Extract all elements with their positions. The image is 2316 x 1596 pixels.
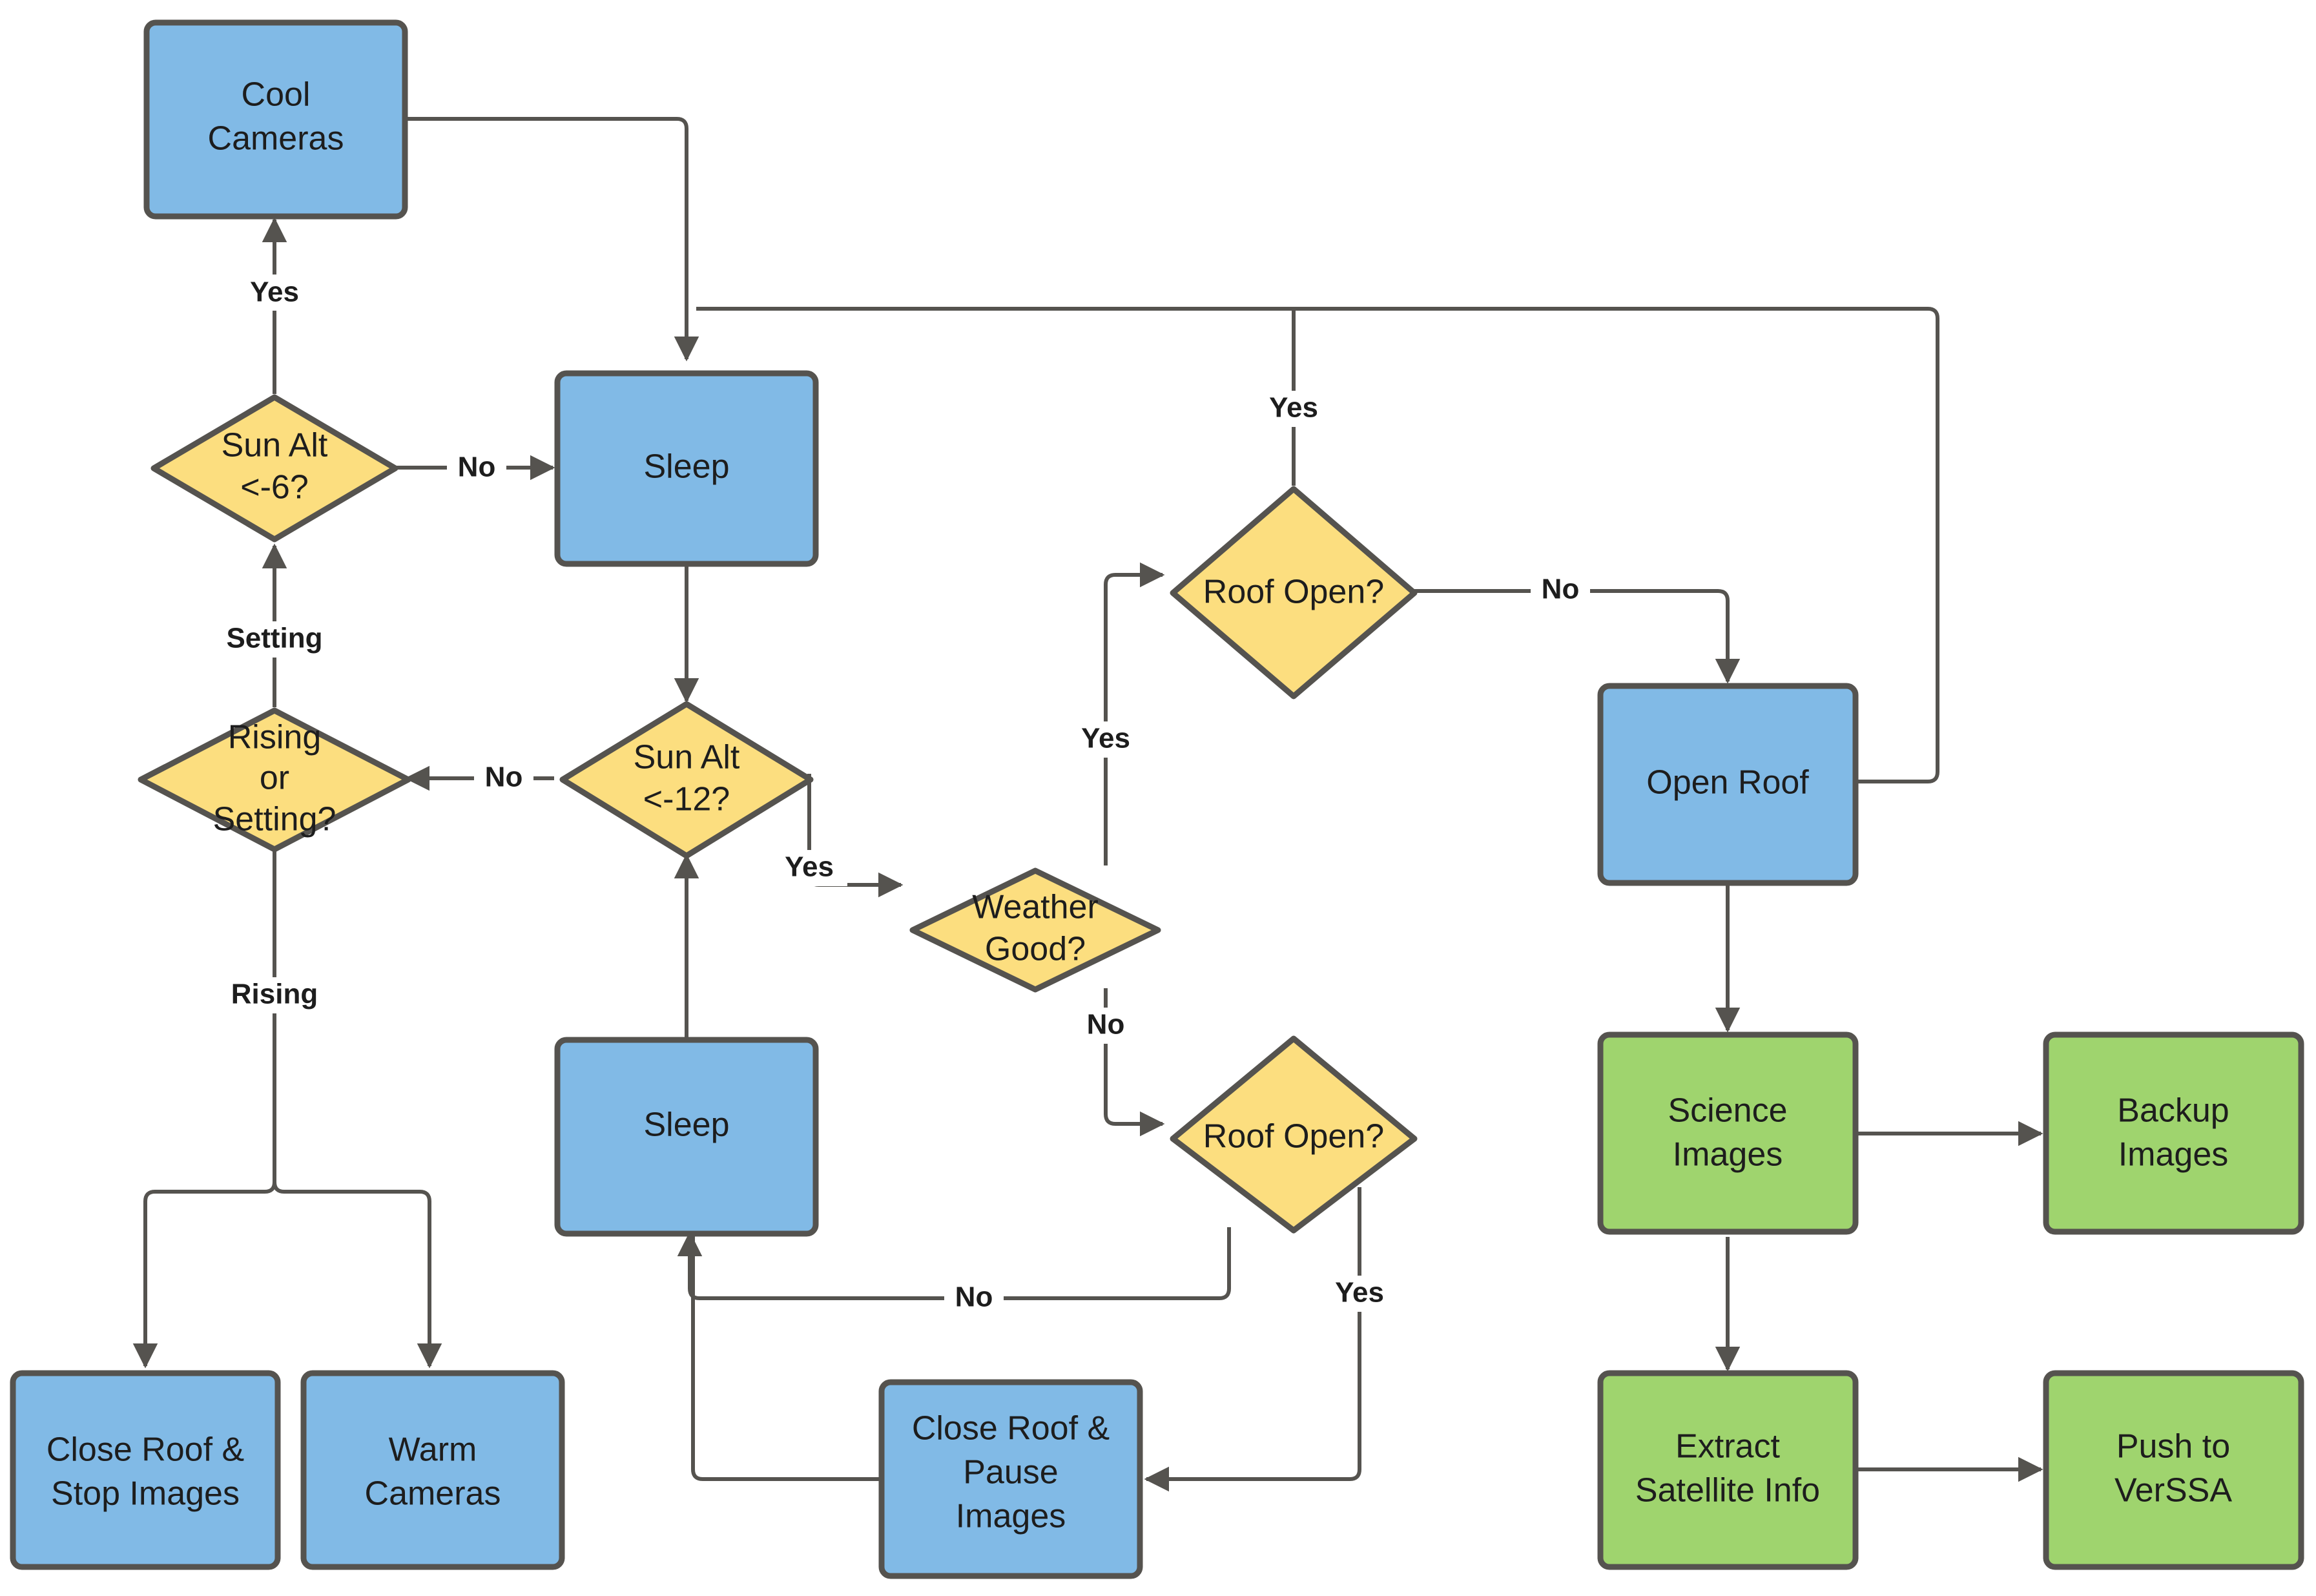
node-open-roof-label: Open Roof	[1646, 764, 1809, 802]
svg-text:No: No	[458, 451, 496, 483]
edge-weather-good-no	[1104, 988, 1165, 1137]
edge-label-yes-weather-good: Yes	[1068, 721, 1144, 758]
edge-close-roof-pause-to-sleep	[691, 1234, 879, 1481]
edge-roof-open-bottom-yes	[1144, 1187, 1361, 1492]
node-close-roof-pause-line1: Close Roof &	[912, 1410, 1110, 1447]
node-backup-images-line2: Images	[2118, 1136, 2229, 1174]
edge-label-no-roof-open-top: No	[1531, 572, 1590, 608]
node-sun-alt-12[interactable]: Sun Alt <-12?	[559, 701, 814, 859]
node-extract-satellite-line2: Satellite Info	[1635, 1472, 1820, 1509]
node-rising-or-setting[interactable]: Rising or Setting?	[138, 707, 411, 853]
edge-roof-open-top-no	[1413, 588, 1741, 684]
node-warm-cameras-line2: Cameras	[365, 1475, 501, 1513]
svg-text:Rising: Rising	[231, 979, 318, 1010]
node-cool-cameras-line1: Cool	[242, 76, 311, 114]
edge-weather-good-yes	[1104, 562, 1165, 865]
edge-label-yes-roof-open-top: Yes	[1256, 391, 1332, 427]
svg-text:Yes: Yes	[785, 851, 834, 883]
node-roof-open-bottom-label: Roof Open?	[1203, 1118, 1384, 1156]
edge-rising-split-right	[273, 1181, 442, 1369]
node-rising-or-setting-line2: or	[260, 760, 289, 797]
node-sun-alt-12-line1: Sun Alt	[634, 739, 740, 776]
edge-label-no-sun-alt-6: No	[447, 450, 506, 486]
node-weather-good-line1: Weather	[972, 889, 1099, 926]
edge-label-yes-roof-open-bottom: Yes	[1321, 1276, 1398, 1312]
node-warm-cameras-line1: Warm	[389, 1431, 477, 1469]
edge-label-no-roof-open-bottom: No	[944, 1280, 1004, 1316]
node-close-roof-stop-line1: Close Roof &	[47, 1431, 244, 1469]
edge-open-roof-loopback	[696, 307, 1939, 783]
node-warm-cameras[interactable]: Warm Cameras	[300, 1370, 565, 1570]
svg-text:Setting: Setting	[226, 623, 322, 654]
node-push-verssa-line1: Push to	[2116, 1428, 2230, 1466]
node-close-roof-stop-line2: Stop Images	[51, 1475, 240, 1513]
node-roof-open-bottom[interactable]: Roof Open?	[1170, 1035, 1418, 1234]
edge-label-no-weather-good: No	[1076, 1008, 1135, 1044]
node-cool-cameras[interactable]: Cool Cameras	[143, 19, 408, 220]
node-sun-alt-6-line1: Sun Alt	[222, 427, 328, 464]
node-science-images-line2: Images	[1673, 1136, 1783, 1174]
node-science-images-line1: Science	[1668, 1092, 1788, 1130]
node-backup-images[interactable]: Backup Images	[2043, 1031, 2304, 1235]
node-sleep-top[interactable]: Sleep	[554, 370, 819, 567]
node-roof-open-top-label: Roof Open?	[1203, 574, 1384, 611]
node-sun-alt-6-line2: <-6?	[240, 469, 309, 506]
svg-text:Yes: Yes	[1335, 1277, 1384, 1309]
svg-text:No: No	[1087, 1009, 1125, 1041]
svg-text:Yes: Yes	[1081, 723, 1130, 754]
svg-text:No: No	[1542, 574, 1580, 605]
node-sun-alt-12-line2: <-12?	[643, 781, 730, 818]
node-close-roof-pause-line2: Pause	[963, 1454, 1058, 1491]
node-sun-alt-6[interactable]: Sun Alt <-6?	[150, 394, 398, 543]
node-rising-or-setting-line1: Rising	[228, 719, 322, 756]
edge-label-rising: Rising	[225, 977, 328, 1013]
node-roof-open-top[interactable]: Roof Open?	[1170, 486, 1418, 700]
node-science-images[interactable]: Science Images	[1597, 1031, 1859, 1235]
svg-text:No: No	[955, 1281, 993, 1313]
edge-label-no-sun-alt-12: No	[474, 760, 533, 796]
node-sleep-bottom-label: Sleep	[644, 1106, 730, 1144]
node-rising-or-setting-line3: Setting?	[213, 801, 336, 838]
svg-text:Yes: Yes	[250, 276, 299, 308]
edge-rising-split-left	[132, 849, 276, 1369]
node-close-roof-pause-line3: Images	[956, 1498, 1066, 1535]
node-weather-good[interactable]: Weather Good?	[909, 867, 1161, 993]
svg-text:Yes: Yes	[1269, 392, 1318, 424]
node-sleep-bottom[interactable]: Sleep	[554, 1037, 819, 1237]
node-close-roof-pause-images[interactable]: Close Roof & Pause Images	[878, 1379, 1143, 1579]
node-backup-images-line1: Backup	[2117, 1092, 2229, 1130]
node-sleep-top-label: Sleep	[644, 448, 730, 486]
node-weather-good-line2: Good?	[985, 931, 1086, 968]
edge-label-yes-cool-cameras: Yes	[236, 275, 313, 311]
edge-cool-cameras-to-sleep	[406, 117, 699, 362]
edge-label-setting: Setting	[218, 621, 341, 658]
node-extract-satellite-info[interactable]: Extract Satellite Info	[1597, 1370, 1859, 1570]
node-close-roof-stop-images[interactable]: Close Roof & Stop Images	[10, 1370, 281, 1570]
node-push-to-verssa[interactable]: Push to VerSSA	[2043, 1370, 2304, 1570]
svg-text:No: No	[485, 762, 523, 793]
node-push-verssa-line2: VerSSA	[2114, 1472, 2232, 1509]
node-open-roof[interactable]: Open Roof	[1597, 683, 1859, 886]
node-extract-satellite-line1: Extract	[1675, 1428, 1780, 1466]
node-cool-cameras-line2: Cameras	[208, 120, 344, 158]
edge-label-yes-sun-alt-12: Yes	[771, 850, 847, 886]
